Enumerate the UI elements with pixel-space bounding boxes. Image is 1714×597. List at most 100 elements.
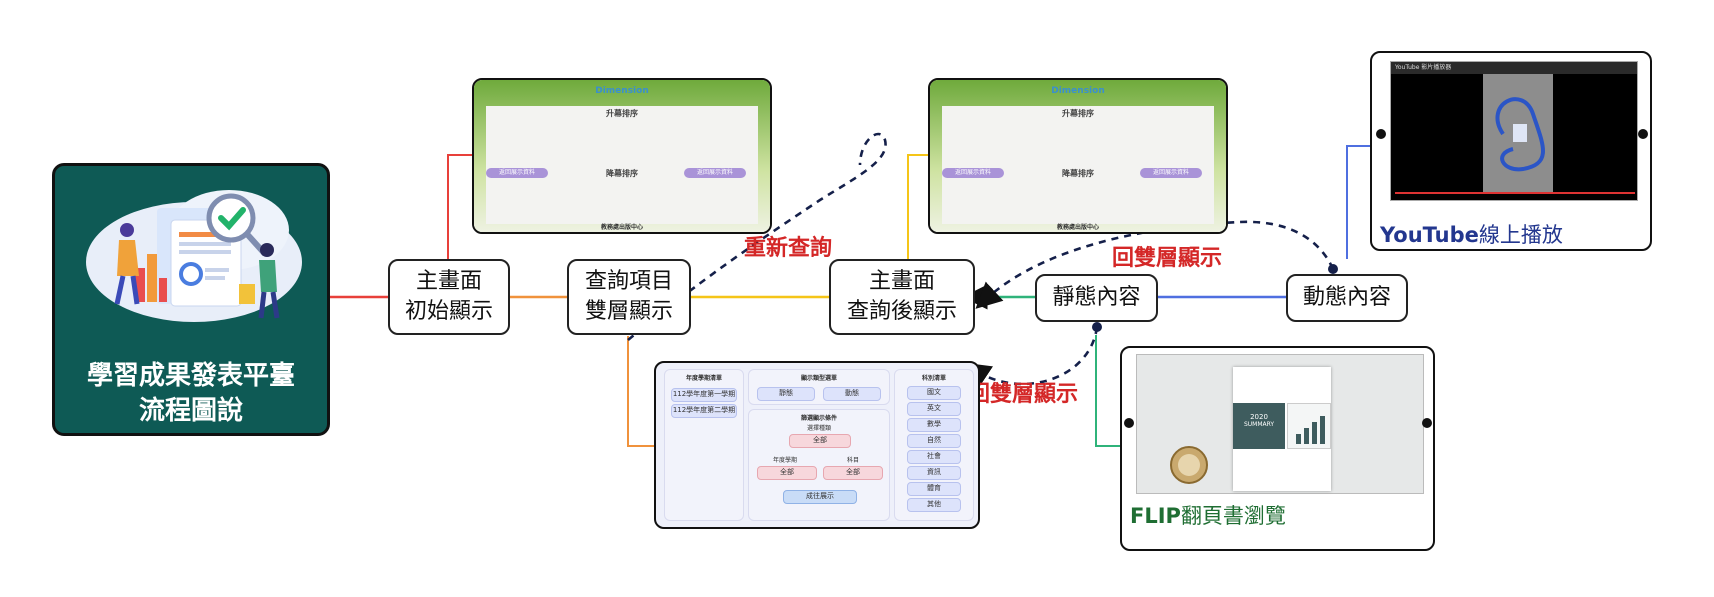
board-heading-top-2: 升幕排序	[1062, 109, 1094, 118]
query-panel-screenshot[interactable]: 年度學期清單 112學年度第一學期 112學年度第二學期 顯示類型選單 靜態 動…	[654, 361, 980, 529]
node-static-line1: 靜態內容	[1052, 285, 1141, 310]
select-kind-label: 選擇種類	[806, 425, 831, 432]
type-item-static[interactable]: 靜態	[757, 387, 815, 401]
title-card: 學習成果發表平臺 流程圖說	[52, 163, 330, 436]
title-line-2: 流程圖說	[138, 396, 243, 426]
type-item-dynamic[interactable]: 動態	[823, 387, 881, 401]
flip-caption-brand: FLIP	[1130, 504, 1181, 528]
flip-caption-text: 翻頁書瀏覽	[1180, 504, 1286, 528]
year-list-title: 年度學期清單	[685, 375, 722, 382]
subject-filter-label: 科目	[846, 457, 859, 464]
node-query-items-line2: 雙層顯示	[584, 299, 673, 324]
flip-caption: FLIP翻頁書瀏覽	[1130, 500, 1286, 530]
subject-list-title: 科別清單	[921, 375, 946, 382]
node-query-items-line1: 查詢項目	[584, 269, 673, 294]
youtube-card[interactable]: YouTube 影片播放器 YouTube線上播放	[1370, 51, 1652, 251]
youtube-player[interactable]: YouTube 影片播放器	[1390, 61, 1638, 201]
subject-item[interactable]: 自然	[907, 434, 961, 448]
subject-item[interactable]: 資訊	[907, 466, 961, 480]
badge-icon	[1170, 446, 1208, 484]
subject-item[interactable]: 體育	[907, 482, 961, 496]
board-pill-left[interactable]: 返回展示資料	[486, 168, 548, 178]
subject-item[interactable]: 英文	[907, 402, 961, 416]
submit-button[interactable]: 成往展示	[783, 490, 857, 504]
node-main-after-line1: 主畫面	[868, 269, 935, 294]
subject-filter-all[interactable]: 全部	[823, 466, 883, 480]
youtube-caption: YouTube線上播放	[1380, 219, 1563, 249]
subject-item[interactable]: 數學	[907, 418, 961, 432]
board-screenshot-initial[interactable]: Dimension 升幕排序 返回展示資料 降幕排序 返回展示資料 教務處出版中…	[472, 78, 772, 234]
node-static-content[interactable]: 靜態內容	[1035, 274, 1158, 322]
youtube-caption-brand: YouTube	[1380, 223, 1479, 247]
year-item-1[interactable]: 112學年度第一學期	[671, 388, 737, 402]
node-main-after-query[interactable]: 主畫面 查詢後顯示	[829, 259, 975, 335]
year-filter-label: 年度學期	[772, 457, 797, 464]
node-main-initial-line1: 主畫面	[415, 269, 482, 294]
type-list-title: 顯示類型選單	[800, 375, 837, 382]
title-line-1: 學習成果發表平臺	[86, 361, 295, 391]
line-main-after-to-board	[907, 154, 928, 259]
board-pill-left-2[interactable]: 返回展示資料	[942, 168, 1004, 178]
line-main-initial-to-board	[447, 154, 472, 259]
node-dynamic-line1: 動態內容	[1302, 285, 1391, 310]
board-footer-2: 教務處出版中心	[1056, 224, 1099, 231]
type-list-panel: 顯示類型選單 靜態 動態	[748, 369, 890, 405]
board-paper-2	[942, 106, 1214, 224]
subject-item[interactable]: 社會	[907, 450, 961, 464]
year-item-2[interactable]: 112學年度第二學期	[671, 404, 737, 418]
dashed-back-bottom	[964, 326, 1099, 389]
drawing-icon	[1495, 97, 1545, 172]
board-logo-2: Dimension	[1051, 86, 1105, 96]
node-main-initial[interactable]: 主畫面 初始顯示	[388, 259, 510, 335]
flip-card[interactable]: 2020 SUMMARY FLIP翻頁書瀏覽	[1120, 346, 1435, 551]
youtube-progress[interactable]	[1395, 192, 1635, 194]
dashed-back-bottom-dot	[1092, 322, 1102, 332]
youtube-window-title: YouTube 影片播放器	[1391, 62, 1637, 74]
subject-item[interactable]: 國文	[907, 386, 961, 400]
line-static-to-flip	[1095, 335, 1120, 447]
subject-list-panel: 科別清單 國文 英文 數學 自然 社會 資訊 體育 其他	[894, 369, 974, 521]
year-filter-all[interactable]: 全部	[757, 466, 817, 480]
flip-book-chart	[1287, 403, 1331, 449]
youtube-video-frame	[1483, 74, 1553, 194]
dashed-back-top-dot	[1328, 264, 1338, 274]
dashed-back-top	[975, 220, 1335, 309]
label-back-two-layer-bottom: 回雙層顯示	[968, 382, 1079, 407]
flip-prev-icon[interactable]	[1124, 418, 1134, 428]
flip-book-title: SUMMARY	[1243, 421, 1275, 428]
board-logo: Dimension	[595, 86, 649, 96]
node-main-after-line2: 查詢後顯示	[846, 299, 957, 324]
node-main-initial-line2: 初始顯示	[404, 299, 493, 324]
board-screenshot-after-query[interactable]: Dimension 升幕排序 返回展示資料 降幕排序 返回展示資料 教務處出版中…	[928, 78, 1228, 234]
flip-viewer[interactable]: 2020 SUMMARY	[1136, 354, 1424, 494]
node-query-items[interactable]: 查詢項目 雙層顯示	[567, 259, 691, 335]
year-list-panel: 年度學期清單 112學年度第一學期 112學年度第二學期	[664, 369, 744, 521]
board-heading-top: 升幕排序	[606, 109, 638, 118]
next-icon[interactable]	[1638, 129, 1648, 139]
youtube-caption-text: 線上播放	[1478, 223, 1563, 247]
board-paper	[486, 106, 758, 224]
label-requery: 重新查詢	[744, 236, 833, 261]
node-dynamic-content[interactable]: 動態內容	[1286, 274, 1408, 322]
learning-illustration-icon	[86, 190, 302, 322]
board-pill-right[interactable]: 返回展示資料	[684, 168, 746, 178]
line-dynamic-to-youtube	[1346, 145, 1370, 259]
flip-book-page: 2020 SUMMARY	[1233, 367, 1331, 491]
flip-book-year: 2020	[1250, 413, 1268, 421]
board-footer: 教務處出版中心	[600, 224, 643, 231]
prev-icon[interactable]	[1376, 129, 1386, 139]
board-pill-right-2[interactable]: 返回展示資料	[1140, 168, 1202, 178]
label-back-two-layer-top: 回雙層顯示	[1112, 246, 1223, 271]
subject-item[interactable]: 其他	[907, 498, 961, 512]
board-heading-mid-2: 降幕排序	[1062, 169, 1094, 178]
flip-next-icon[interactable]	[1422, 418, 1432, 428]
bar-chart-icon	[1296, 416, 1325, 444]
flip-book-cover: 2020 SUMMARY	[1233, 403, 1285, 449]
condition-panel: 篩選顯示條件 選擇種類 全部 年度學期 科目 全部 全部 成往展示	[748, 409, 890, 521]
line-query-items-to-query-panel	[627, 336, 654, 447]
condition-title: 篩選顯示條件	[800, 415, 837, 422]
select-kind-all[interactable]: 全部	[789, 434, 851, 448]
dashed-requery	[627, 132, 887, 341]
